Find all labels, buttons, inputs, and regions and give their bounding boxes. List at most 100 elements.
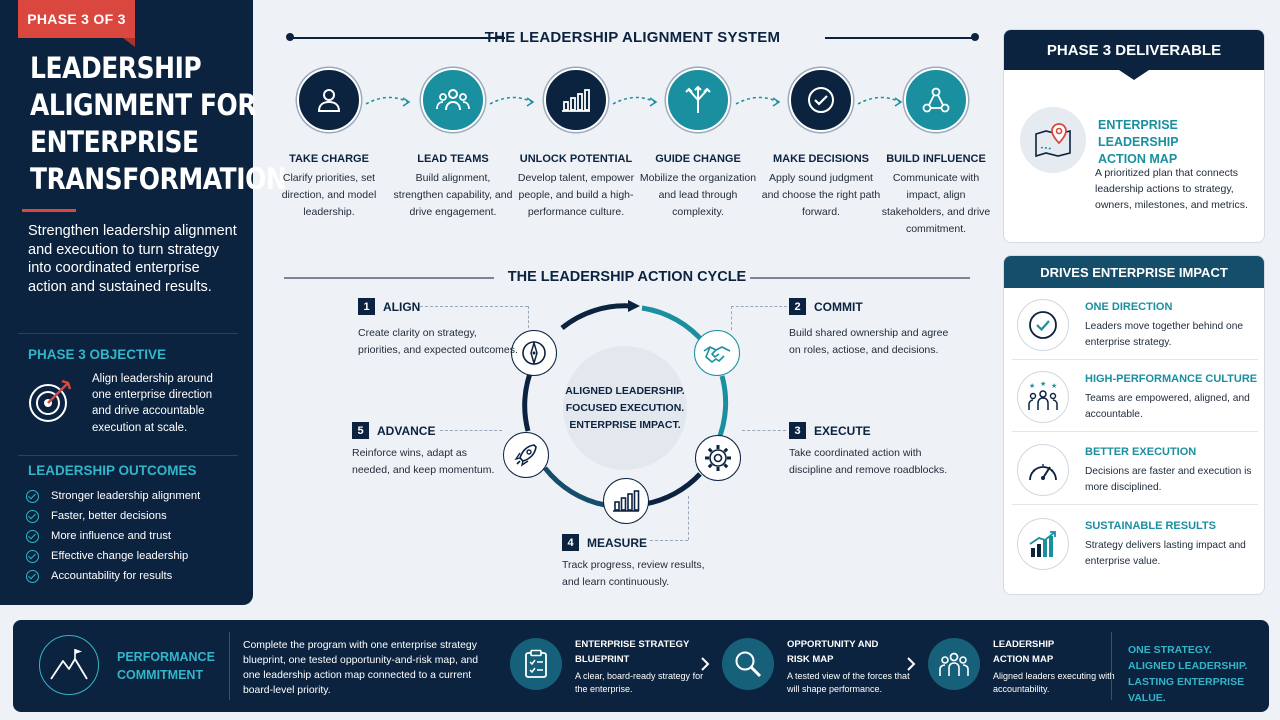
system-step: GUIDE CHANGE Mobilize the organization a… (637, 68, 759, 221)
chevron-right-icon (701, 657, 710, 671)
title-line: ENTERPRISE (30, 125, 199, 159)
svg-text:★: ★ (1051, 382, 1057, 390)
check-icon (26, 549, 39, 563)
divider (1012, 359, 1258, 360)
compass-icon (511, 330, 557, 376)
list-item: More influence and trust (26, 526, 200, 546)
step-desc: Track progress, review results, and lear… (562, 559, 705, 588)
impact-desc: Teams are empowered, aligned, and accoun… (1085, 393, 1250, 420)
leader-line (420, 306, 528, 307)
check-icon (26, 569, 39, 583)
divider (18, 333, 238, 334)
leader-line (528, 306, 529, 328)
step-desc: Communicate with impact, align stakehold… (881, 172, 991, 235)
step-title: UNLOCK POTENTIAL (519, 153, 633, 165)
cycle-title: THE LEADERSHIP ACTION CYCLE (284, 268, 970, 288)
dashed-arrow-icon (735, 96, 781, 107)
bottom-item-desc: Aligned leaders executing with accountab… (993, 671, 1115, 694)
outcome-label: Effective change leadership (51, 550, 189, 562)
system-step: UNLOCK POTENTIAL Develop talent, empower… (515, 68, 637, 221)
dashed-arrow-icon (365, 96, 411, 107)
team-icon (928, 638, 980, 690)
rocket-icon (503, 432, 549, 478)
dashed-arrow-icon (489, 96, 535, 107)
leader-line (440, 430, 502, 431)
center-line: FOCUSED EXECUTION. (565, 401, 685, 414)
system-title-text: THE LEADERSHIP ALIGNMENT SYSTEM (484, 29, 781, 46)
leader-line (731, 306, 787, 307)
cycle-center: ALIGNED LEADERSHIP. FOCUSED EXECUTION. E… (563, 346, 687, 470)
step-desc: Mobilize the organization and lead throu… (639, 172, 757, 218)
step-number: 3 (789, 422, 806, 439)
title-line: LEADERSHIP (30, 51, 202, 85)
check-icon (26, 529, 39, 543)
step-title: COMMIT (814, 299, 863, 314)
outcome-label: More influence and trust (51, 530, 172, 542)
outcomes-heading: LEADERSHIP OUTCOMES (28, 463, 197, 478)
person-icon (297, 68, 361, 132)
bottom-item-title-line: OPPORTUNITY AND (787, 639, 879, 650)
list-item: Stronger leadership alignment (26, 486, 200, 506)
step-desc: Build alignment, strengthen capability, … (393, 172, 513, 218)
gear-icon (695, 435, 741, 481)
step-number: 1 (358, 298, 375, 315)
list-item: Faster, better decisions (26, 506, 200, 526)
bottom-item-title-line: LEADERSHIP (993, 639, 1055, 650)
step-title: BUILD INFLUENCE (886, 153, 986, 165)
title-divider (22, 209, 76, 212)
handshake-icon (694, 330, 740, 376)
deliverable-heading: PHASE 3 DELIVERABLE (1004, 30, 1264, 80)
performance-label-line: COMMITMENT (117, 668, 204, 682)
step-title: TAKE CHARGE (289, 153, 369, 165)
step-desc: Build shared ownership and agree on role… (789, 327, 949, 356)
impact-title: BETTER EXECUTION (1085, 446, 1197, 458)
center-line: ENTERPRISE IMPACT. (569, 418, 681, 431)
deliverable-desc: A prioritized plan that connects leaders… (1095, 167, 1248, 211)
tagline-line: ALIGNED LEADERSHIP. (1128, 660, 1248, 672)
bottom-item-title: LEADERSHIP ACTION MAP (993, 637, 1123, 667)
team-icon (421, 68, 485, 132)
step-title: GUIDE CHANGE (655, 153, 741, 165)
network-icon (904, 68, 968, 132)
page-title: LEADERSHIP ALIGNMENT FOR ENTERPRISE TRAN… (30, 50, 287, 198)
check-circle-icon (1017, 299, 1069, 351)
leader-line (742, 430, 786, 431)
impact-desc: Strategy delivers lasting impact and ent… (1085, 540, 1246, 567)
step-title: ALIGN (383, 299, 421, 314)
leader-line (650, 540, 688, 541)
title-rule (290, 37, 505, 39)
cycle-title-text: THE LEADERSHIP ACTION CYCLE (507, 269, 747, 285)
impact-desc: Leaders move together behind one enterpr… (1085, 321, 1244, 348)
performance-text: Complete the program with one enterprise… (243, 640, 479, 696)
bottom-item-title-line: BLUEPRINT (575, 654, 630, 665)
list-item: Effective change leadership (26, 546, 200, 566)
title-line: TRANSFORMATION (30, 162, 287, 196)
outcomes-list: Stronger leadership alignment Faster, be… (26, 486, 200, 586)
title-rule (284, 277, 494, 279)
title-rule (750, 277, 970, 279)
step-desc: Apply sound judgment and choose the righ… (761, 172, 881, 218)
phase-tag: PHASE 3 OF 3 (18, 0, 135, 47)
leader-line (688, 496, 689, 540)
mountain-flag-icon (39, 635, 99, 695)
system-step: BUILD INFLUENCE Communicate with impact,… (875, 68, 997, 238)
tagline: ONE STRATEGY. ALIGNED LEADERSHIP. LASTIN… (1128, 642, 1268, 706)
svg-text:★: ★ (1029, 382, 1035, 390)
step-desc: Reinforce wins, adapt as needed, and kee… (352, 447, 495, 476)
step-desc: Clarify priorities, set direction, and m… (281, 172, 377, 218)
center-line: ALIGNED LEADERSHIP. (565, 384, 685, 397)
step-number: 2 (789, 298, 806, 315)
outcome-label: Accountability for results (51, 570, 173, 582)
step-number: 5 (352, 422, 369, 439)
outcome-label: Faster, better decisions (51, 510, 167, 522)
divider (1111, 632, 1112, 700)
impact-item: SUSTAINABLE RESULTS Strategy delivers la… (1004, 513, 1266, 585)
divider (229, 632, 230, 700)
impact-title: SUSTAINABLE RESULTS (1085, 520, 1216, 532)
deliverable-name-line: ENTERPRISE LEADERSHIP (1098, 118, 1179, 149)
title-dot (971, 33, 979, 41)
step-title: MEASURE (587, 535, 648, 550)
